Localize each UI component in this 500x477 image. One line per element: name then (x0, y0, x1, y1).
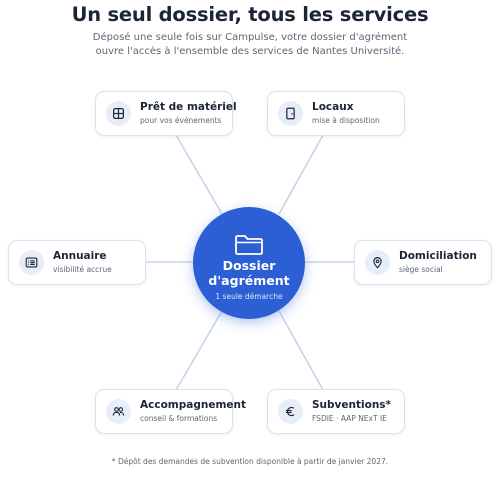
subtitle-line-2: ouvre l'accès à l'ensemble des services … (95, 45, 405, 57)
dossier-agrement-hub[interactable]: Dossier d'agrément 1 seule démarche (193, 207, 305, 319)
hub-label-line-2: d'agrément (208, 273, 290, 288)
service-card-subventions[interactable]: Subventions* FSDIE · AAP NExT IE (267, 389, 405, 434)
page-subtitle: Déposé une seule fois sur Campulse, votr… (0, 31, 500, 58)
service-title: Prêt de matériel (140, 101, 237, 113)
service-subtitle: visibilité accrue (53, 265, 112, 274)
footnote: * Dépôt des demandes de subvention dispo… (111, 457, 389, 466)
connector-locaux (278, 134, 324, 215)
service-title: Domiciliation (399, 250, 477, 262)
service-title: Annuaire (53, 250, 107, 262)
connector-pret (175, 134, 223, 215)
service-card-annuaire[interactable]: Annuaire visibilité accrue (8, 240, 146, 285)
connector-subventions (278, 310, 324, 391)
door-icon (278, 101, 303, 126)
hub-sublabel: 1 seule démarche (215, 292, 283, 301)
service-subtitle: FSDIE · AAP NExT IE (312, 414, 387, 423)
hub-label-line-1: Dossier (222, 258, 276, 273)
page-title: Un seul dossier, tous les services (71, 3, 429, 26)
hub-label: Dossier d'agrément (193, 258, 305, 288)
euro-icon (278, 399, 303, 424)
service-subtitle: siège social (399, 265, 443, 274)
connector-accompagnement (175, 310, 223, 391)
service-title: Locaux (312, 101, 354, 113)
list-card-icon (19, 250, 44, 275)
people-icon (106, 399, 131, 424)
folder-icon (235, 235, 263, 255)
service-subtitle: conseil & formations (140, 414, 218, 423)
service-card-domiciliation[interactable]: Domiciliation siège social (354, 240, 492, 285)
service-subtitle: pour vos événements (140, 116, 222, 125)
subtitle-line-1: Déposé une seule fois sur Campulse, votr… (92, 32, 408, 43)
service-title: Accompagnement (140, 399, 246, 411)
map-pin-icon (365, 250, 390, 275)
service-card-locaux[interactable]: Locaux mise à disposition (267, 91, 405, 136)
service-title: Subventions* (312, 399, 392, 411)
service-card-pret-materiel[interactable]: Prêt de matériel pour vos événements (95, 91, 237, 136)
grid-icon (106, 101, 131, 126)
service-subtitle: mise à disposition (312, 116, 380, 125)
service-card-accompagnement[interactable]: Accompagnement conseil & formations (95, 389, 246, 434)
